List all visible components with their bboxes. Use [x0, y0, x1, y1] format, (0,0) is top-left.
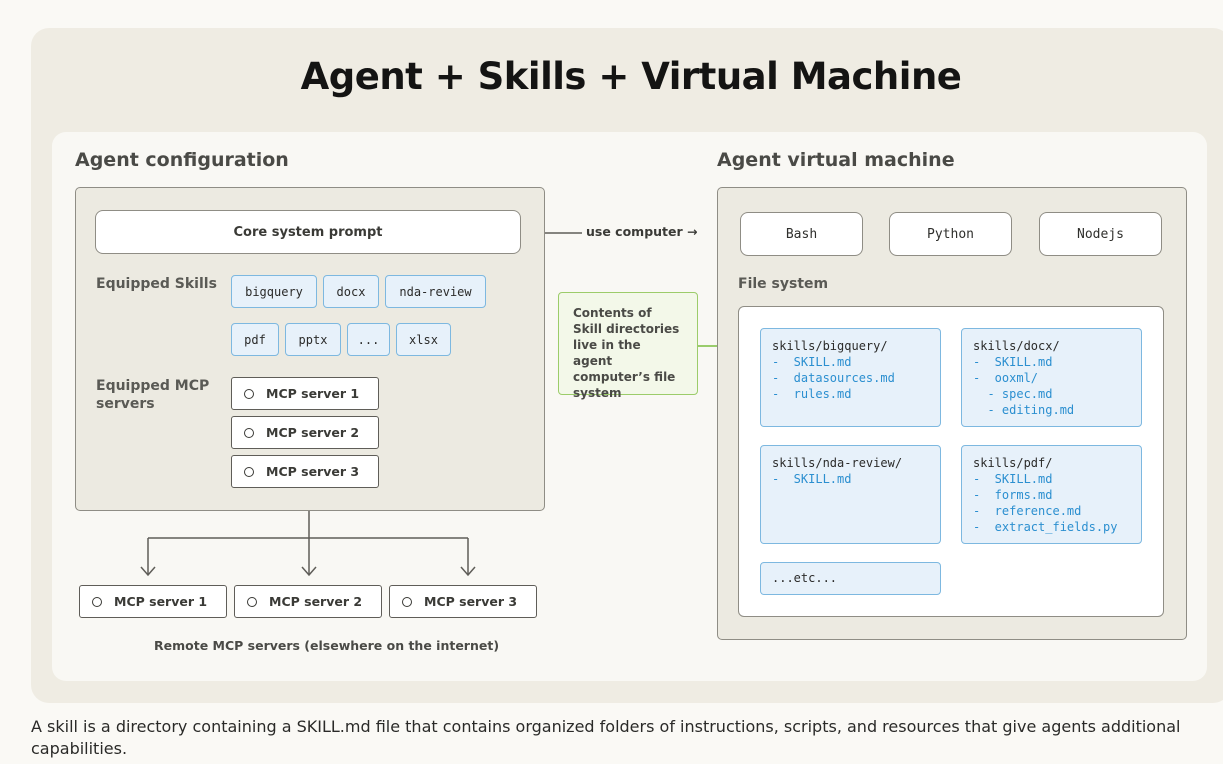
- dir-file: - SKILL.md: [772, 472, 852, 486]
- figure-caption: A skill is a directory containing a SKIL…: [31, 717, 1181, 758]
- runtime-nodejs: Nodejs: [1039, 212, 1162, 256]
- dir-file: - datasources.md: [772, 371, 895, 385]
- core-system-prompt-box: Core system prompt: [95, 210, 521, 254]
- equipped-mcp-label: Equipped MCP servers: [96, 378, 210, 412]
- mcp-server-label: MCP server 1: [266, 386, 360, 401]
- equipped-mcp-server-3: MCP server 3: [231, 455, 379, 488]
- mcp-arrowhead-2: [301, 566, 317, 577]
- server-circle-icon: [244, 466, 254, 477]
- mcp-arrowhead-3: [460, 566, 476, 577]
- dir-file: - rules.md: [772, 387, 852, 401]
- dir-file: - editing.md: [973, 403, 1075, 417]
- file-system-label: File system: [738, 276, 829, 292]
- remote-mcp-label: Remote MCP servers (elsewhere on the int…: [154, 638, 500, 653]
- skill-chip-docx: docx: [323, 275, 379, 308]
- skill-chip-more: ...: [347, 323, 390, 356]
- mcp-server-label: MCP server 3: [266, 464, 360, 479]
- server-circle-icon: [244, 427, 254, 438]
- dir-file: - SKILL.md: [973, 355, 1053, 369]
- server-circle-icon: [402, 596, 412, 607]
- dir-etc-label: ...etc...: [772, 571, 838, 585]
- dir-docx: skills/docx/ - SKILL.md - ooxml/ - spec.…: [961, 328, 1142, 427]
- dir-etc: ...etc...: [760, 562, 941, 595]
- dir-file: - spec.md: [973, 387, 1053, 401]
- skill-chip-pptx: pptx: [285, 323, 341, 356]
- mcp-server-label: MCP server 2: [269, 594, 363, 609]
- dir-nda-review: skills/nda-review/ - SKILL.md: [760, 445, 941, 544]
- dir-bigquery: skills/bigquery/ - SKILL.md - datasource…: [760, 328, 941, 427]
- server-circle-icon: [92, 596, 102, 607]
- core-system-prompt-label: Core system prompt: [233, 224, 383, 240]
- dir-file: - SKILL.md: [973, 472, 1053, 486]
- dir-file: - SKILL.md: [772, 355, 852, 369]
- runtime-python: Python: [889, 212, 1012, 256]
- runtime-bash: Bash: [740, 212, 863, 256]
- skill-chip-bigquery: bigquery: [231, 275, 317, 308]
- server-circle-icon: [247, 596, 257, 607]
- dir-name: skills/docx/: [973, 339, 1060, 353]
- agent-config-label: Agent configuration: [75, 149, 289, 171]
- mcp-server-label: MCP server 3: [424, 594, 518, 609]
- contents-note: Contents of Skill directories live in th…: [558, 292, 698, 400]
- equipped-mcp-server-1: MCP server 1: [231, 377, 379, 410]
- dir-name: skills/bigquery/: [772, 339, 888, 353]
- use-computer-label: use computer →: [586, 224, 698, 239]
- remote-mcp-server-3: MCP server 3: [389, 585, 537, 618]
- dir-file: - reference.md: [973, 504, 1082, 518]
- mcp-arrowhead-1: [140, 566, 156, 577]
- skill-chip-nda-review: nda-review: [385, 275, 486, 308]
- dir-pdf: skills/pdf/ - SKILL.md - forms.md - refe…: [961, 445, 1142, 544]
- mcp-server-label: MCP server 2: [266, 425, 360, 440]
- remote-mcp-server-1: MCP server 1: [79, 585, 227, 618]
- diagram-title: Agent + Skills + Virtual Machine: [300, 55, 962, 98]
- dir-name: skills/nda-review/: [772, 456, 903, 470]
- equipped-mcp-server-2: MCP server 2: [231, 416, 379, 449]
- agent-vm-label: Agent virtual machine: [717, 149, 955, 171]
- skill-chip-pdf: pdf: [231, 323, 279, 356]
- dir-name: skills/pdf/: [973, 456, 1053, 470]
- equipped-skills-label: Equipped Skills: [96, 276, 217, 292]
- dir-file: - extract_fields.py: [973, 520, 1118, 534]
- server-circle-icon: [244, 388, 254, 399]
- dir-file: - ooxml/: [973, 371, 1039, 385]
- dir-file: - forms.md: [973, 488, 1053, 502]
- remote-mcp-server-2: MCP server 2: [234, 585, 382, 618]
- skill-chip-xlsx: xlsx: [396, 323, 451, 356]
- mcp-server-label: MCP server 1: [114, 594, 208, 609]
